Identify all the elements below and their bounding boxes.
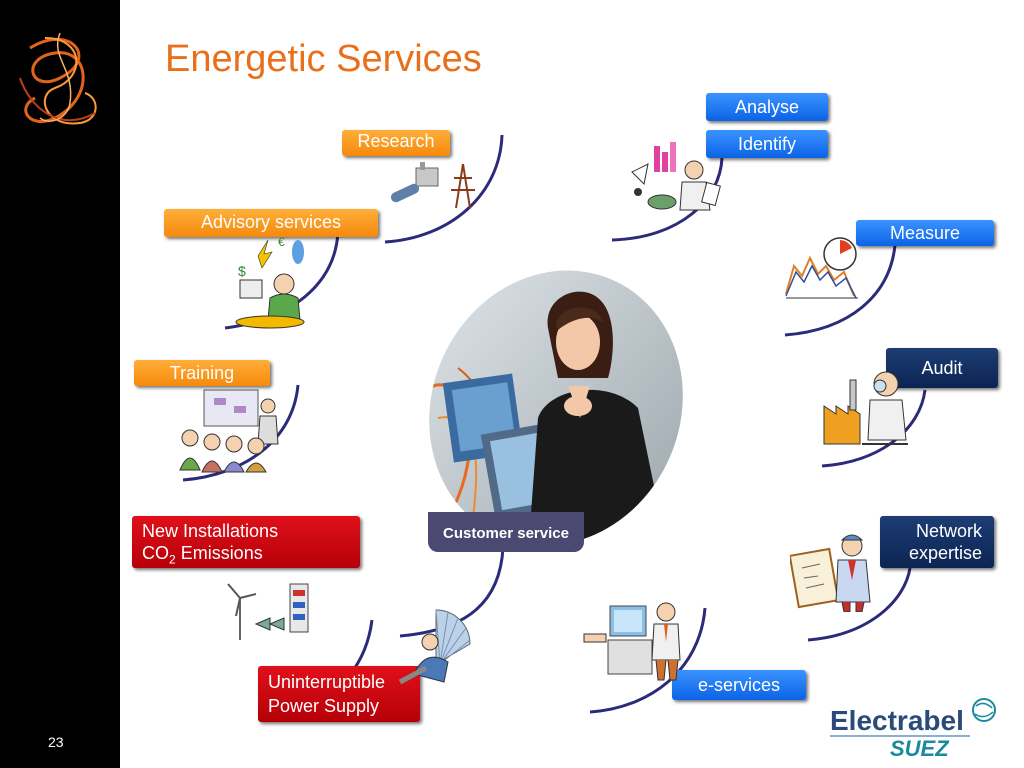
audit-illustration-icon xyxy=(823,371,908,445)
research-label[interactable]: Research xyxy=(342,130,450,156)
measure-illustration-icon xyxy=(785,237,858,299)
ups-line1-text: Uninterruptible xyxy=(268,672,386,692)
identify-label[interactable]: Identify xyxy=(706,130,828,158)
brand-sub: SUEZ xyxy=(890,736,950,760)
training-illustration-icon xyxy=(179,389,279,473)
measure-label[interactable]: Measure xyxy=(856,220,994,246)
network-expertise-illustration-icon xyxy=(790,534,871,612)
measure-text: Measure xyxy=(889,223,961,243)
customer-service-caption: Customer service xyxy=(428,512,584,552)
globe-icon xyxy=(972,698,996,722)
sidebar: 23 xyxy=(0,0,120,768)
training-label[interactable]: Training xyxy=(134,360,270,386)
advisory-services-text: Advisory services xyxy=(200,212,342,232)
co2-emissions-text: CO2 Emissions xyxy=(142,543,263,567)
identify-text: Identify xyxy=(737,134,797,154)
training-text: Training xyxy=(169,363,235,383)
analyse-label[interactable]: Analyse xyxy=(706,93,828,121)
network-line2-text: expertise xyxy=(908,543,982,563)
e-services-illustration-icon xyxy=(583,602,681,681)
ups-label[interactable]: Uninterruptible Power Supply xyxy=(258,666,420,722)
analyse-text: Analyse xyxy=(734,97,800,117)
e-services-label[interactable]: e-services xyxy=(672,670,806,700)
new-installations-illustration-icon xyxy=(227,583,309,640)
euro-icon: € xyxy=(278,236,285,249)
ups-line2-text: Power Supply xyxy=(268,696,380,716)
electrabel-suez-logo: Electrabel SUEZ xyxy=(830,696,1000,761)
new-installations-text: New Installations xyxy=(142,521,279,541)
ups-illustration-icon xyxy=(398,609,471,685)
e-services-text: e-services xyxy=(697,675,781,695)
analyse-illustration-icon xyxy=(631,142,721,211)
customer-service-photo xyxy=(428,268,684,554)
network-expertise-label[interactable]: Network expertise xyxy=(880,516,994,568)
swirl-logo-icon xyxy=(19,32,97,125)
research-illustration-icon xyxy=(390,162,475,209)
new-installations-label[interactable]: New Installations CO2 Emissions xyxy=(132,516,360,568)
audit-text: Audit xyxy=(921,358,963,378)
dollar-icon: $ xyxy=(238,263,246,279)
research-text: Research xyxy=(357,131,435,151)
advisory-services-label[interactable]: Advisory services xyxy=(164,209,378,237)
advisory-illustration-icon: $ € xyxy=(235,236,305,329)
audit-label[interactable]: Audit xyxy=(886,348,998,388)
network-line1-text: Network xyxy=(915,521,982,541)
page-number: 23 xyxy=(48,734,64,750)
page-title: Energetic Services xyxy=(165,38,482,80)
brand-name: Electrabel xyxy=(830,705,964,736)
